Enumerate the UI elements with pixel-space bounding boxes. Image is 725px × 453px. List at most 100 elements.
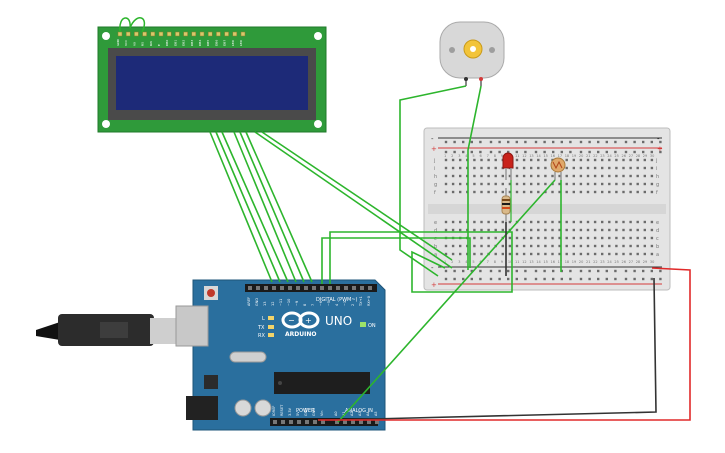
breadboard-hole[interactable] [636, 174, 639, 178]
digital-pin[interactable] [296, 286, 300, 290]
rail-hole[interactable] [462, 269, 465, 273]
rail-hole[interactable] [624, 140, 628, 144]
rail-hole[interactable] [642, 150, 645, 154]
breadboard-hole[interactable] [544, 190, 547, 194]
breadboard-hole[interactable] [544, 220, 547, 224]
digital-pin[interactable] [312, 286, 316, 290]
breadboard-hole[interactable] [572, 236, 575, 240]
rail-hole[interactable] [489, 150, 493, 154]
rail-hole[interactable] [534, 140, 538, 144]
breadboard-hole[interactable] [579, 228, 583, 232]
rail-hole[interactable] [507, 150, 510, 154]
rail-hole[interactable] [650, 269, 653, 273]
breadboard-hole[interactable] [494, 228, 497, 232]
rail-hole[interactable] [498, 269, 501, 273]
breadboard-hole[interactable] [572, 220, 575, 224]
digital-pin[interactable] [288, 286, 292, 290]
breadboard-hole[interactable] [586, 236, 590, 240]
wire-lcd-e[interactable] [239, 131, 305, 283]
lcd-pin[interactable] [125, 31, 131, 37]
breadboard-hole[interactable] [579, 166, 583, 170]
breadboard-hole[interactable] [530, 158, 533, 162]
breadboard-hole[interactable] [608, 158, 611, 162]
rail-hole[interactable] [453, 277, 456, 281]
breadboard-hole[interactable] [608, 166, 611, 170]
breadboard-hole[interactable] [508, 252, 512, 256]
wire-lcd-d4[interactable] [233, 131, 297, 283]
breadboard-hole[interactable] [537, 236, 540, 240]
breadboard-hole[interactable] [601, 158, 604, 162]
resistor[interactable] [501, 188, 511, 222]
rail-hole[interactable] [470, 140, 473, 144]
rail-hole[interactable] [605, 140, 608, 144]
breadboard-hole[interactable] [473, 158, 476, 162]
breadboard-hole[interactable] [522, 220, 526, 224]
breadboard-hole[interactable] [586, 182, 590, 186]
breadboard-hole[interactable] [593, 236, 597, 240]
rail-hole[interactable] [579, 269, 583, 273]
digital-pin[interactable] [320, 286, 324, 290]
breadboard-hole[interactable] [629, 190, 632, 194]
breadboard-hole[interactable] [643, 182, 646, 186]
breadboard-hole[interactable] [650, 158, 654, 162]
breadboard-hole[interactable] [544, 158, 547, 162]
lcd-pin[interactable] [240, 31, 246, 37]
breadboard-hole[interactable] [579, 190, 583, 194]
breadboard-hole[interactable] [530, 220, 533, 224]
breadboard-hole[interactable] [451, 228, 455, 232]
lcd-pin[interactable] [175, 31, 180, 37]
breadboard-hole[interactable] [558, 244, 561, 248]
breadboard-hole[interactable] [501, 244, 504, 248]
breadboard-hole[interactable] [522, 158, 526, 162]
digital-pin[interactable] [280, 286, 284, 290]
breadboard-hole[interactable] [629, 252, 632, 256]
breadboard-hole[interactable] [650, 166, 654, 170]
breadboard-hole[interactable] [643, 190, 646, 194]
breadboard-hole[interactable] [494, 236, 497, 240]
breadboard-hole[interactable] [473, 182, 476, 186]
breadboard-hole[interactable] [608, 182, 611, 186]
wire-5v[interactable] [318, 267, 691, 421]
rail-hole[interactable] [569, 269, 572, 273]
breadboard-hole[interactable] [508, 220, 512, 224]
breadboard-hole[interactable] [501, 182, 504, 186]
wire-lcd-d5[interactable] [221, 131, 289, 283]
breadboard-hole[interactable] [530, 244, 533, 248]
breadboard-hole[interactable] [459, 166, 462, 170]
breadboard-hole[interactable] [608, 190, 611, 194]
header-pin[interactable] [281, 420, 285, 424]
breadboard-hole[interactable] [551, 228, 554, 232]
breadboard-hole[interactable] [622, 236, 625, 240]
breadboard-hole[interactable] [601, 166, 604, 170]
breadboard-hole[interactable] [501, 174, 504, 178]
breadboard-hole[interactable] [593, 228, 597, 232]
breadboard-hole[interactable] [530, 236, 533, 240]
breadboard-hole[interactable] [451, 252, 455, 256]
rail-hole[interactable] [552, 269, 555, 273]
rail-hole[interactable] [444, 277, 448, 281]
rail-hole[interactable] [498, 277, 501, 281]
breadboard-hole[interactable] [586, 174, 590, 178]
rail-hole[interactable] [470, 150, 473, 154]
rail-hole[interactable] [659, 269, 662, 273]
breadboard-hole[interactable] [650, 252, 654, 256]
breadboard-hole[interactable] [537, 252, 540, 256]
breadboard-hole[interactable] [444, 166, 448, 170]
breadboard-hole[interactable] [480, 190, 483, 194]
breadboard-hole[interactable] [629, 228, 632, 232]
rail-hole[interactable] [624, 150, 628, 154]
breadboard-hole[interactable] [444, 252, 448, 256]
rail-hole[interactable] [524, 140, 527, 144]
rail-hole[interactable] [470, 269, 473, 273]
breadboard-hole[interactable] [636, 252, 639, 256]
breadboard-hole[interactable] [565, 244, 568, 248]
rail-hole[interactable] [642, 277, 645, 281]
breadboard-hole[interactable] [565, 228, 568, 232]
breadboard-hole[interactable] [586, 244, 590, 248]
breadboard-hole[interactable] [459, 244, 462, 248]
breadboard-hole[interactable] [593, 220, 597, 224]
breadboard-hole[interactable] [459, 182, 462, 186]
rail-hole[interactable] [444, 269, 448, 273]
rail-hole[interactable] [659, 150, 662, 154]
digital-pin[interactable] [360, 286, 364, 290]
